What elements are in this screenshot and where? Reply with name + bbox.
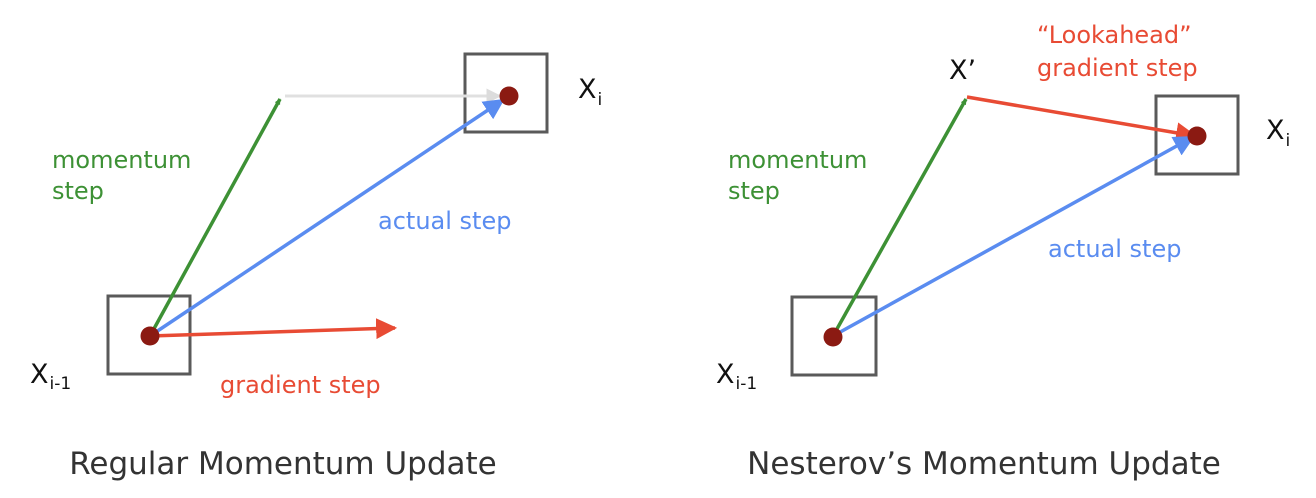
- actual-step-label: actual step: [378, 207, 511, 235]
- end-box: [463, 52, 549, 134]
- gradient-step-label: gradient step: [220, 371, 381, 399]
- momentum-label-line1: momentum: [52, 146, 191, 174]
- actual-step-arrow: [832, 135, 1195, 338]
- lookahead-label-line1: “Lookahead”: [1037, 21, 1192, 49]
- end-point-label: Xi: [1266, 115, 1290, 151]
- actual-step-label: actual step: [1048, 235, 1181, 263]
- start-box: [790, 295, 878, 377]
- start-point-label: Xi-1: [716, 359, 757, 394]
- start-point-dot: [140, 326, 160, 346]
- regular-momentum-title: Regular Momentum Update: [69, 446, 497, 482]
- gradient-step-arrow: [149, 318, 398, 340]
- momentum-step-arrow: [148, 98, 282, 337]
- nesterov-momentum-title: Nesterov’s Momentum Update: [747, 446, 1221, 482]
- end-point-dot: [499, 86, 519, 106]
- end-point-label: Xi: [578, 74, 602, 110]
- lookahead-point-label: X’: [949, 55, 976, 86]
- momentum-label-line2: step: [52, 177, 104, 205]
- lookahead-gradient-arrow: [966, 95, 1198, 144]
- nesterov-momentum-panel: momentum step actual step “Lookahead” gr…: [716, 21, 1290, 482]
- lookahead-label-line2: gradient step: [1037, 54, 1198, 82]
- actual-step-arrow: [149, 98, 505, 338]
- momentum-step-arrow: [831, 98, 968, 337]
- momentum-label-line2: step: [728, 177, 780, 205]
- start-point-dot: [823, 327, 843, 347]
- start-point-label: Xi-1: [30, 359, 71, 394]
- regular-momentum-panel: momentum step actual step gradient step …: [30, 52, 602, 482]
- end-point-dot: [1187, 126, 1207, 146]
- momentum-label-line1: momentum: [728, 146, 867, 174]
- end-box: [1154, 94, 1240, 176]
